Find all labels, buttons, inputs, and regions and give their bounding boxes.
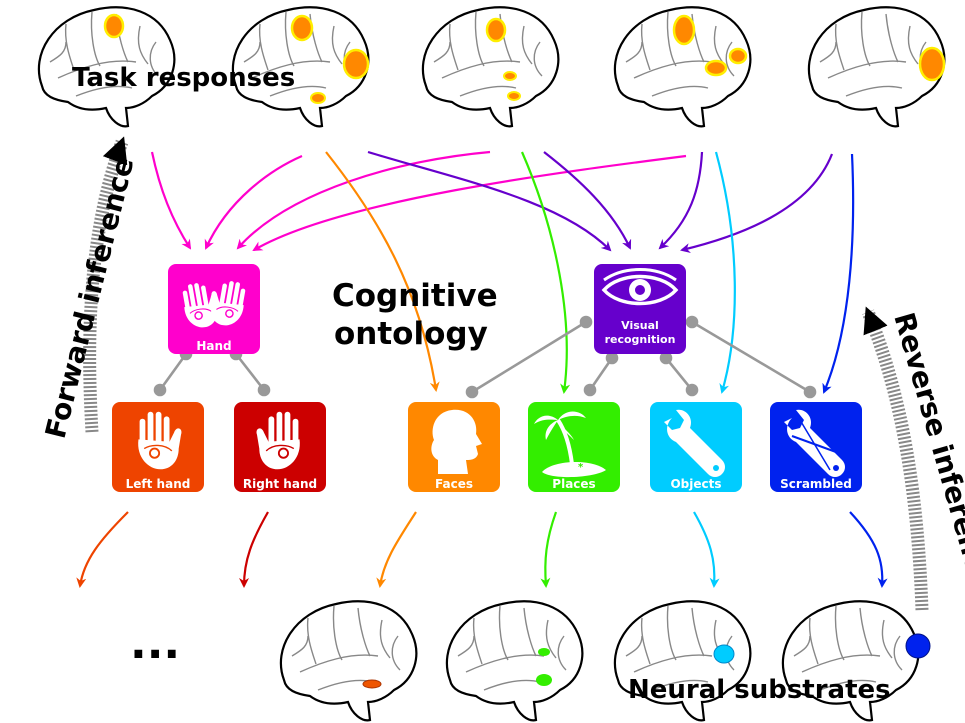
brain-substrate-objects bbox=[613, 600, 752, 722]
task-to-concept-arrows bbox=[150, 150, 855, 394]
palm-island-icon: * bbox=[534, 411, 606, 478]
scrambled-wrench-icon bbox=[784, 409, 845, 477]
arrow-brain3-hand bbox=[236, 150, 491, 250]
ellipsis-label: ... bbox=[130, 618, 180, 669]
neural-substrates-label: Neural substrates bbox=[628, 675, 891, 705]
cognitive-ontology-label-line1: Cognitive bbox=[332, 278, 498, 314]
concept-visual-recognition: Visual recognition bbox=[594, 264, 686, 354]
concept-places: * Places bbox=[528, 402, 620, 492]
forward-inference-arrow bbox=[83, 136, 129, 433]
arrow-brain3-visual bbox=[543, 151, 632, 250]
concept-scrambled: Scrambled bbox=[770, 402, 862, 492]
concept-to-substrate-arrows bbox=[76, 511, 888, 588]
brain-substrate-scrambled bbox=[781, 600, 931, 722]
arrow-brain2-faces bbox=[325, 151, 440, 392]
concept-right-hand-label: Right hand bbox=[243, 477, 317, 491]
task-responses-label: Task responses bbox=[72, 63, 295, 93]
eye-icon bbox=[601, 268, 679, 306]
concept-hand-label: Hand bbox=[196, 339, 231, 353]
brain-task-3 bbox=[421, 6, 560, 128]
arrow-brain5-visual bbox=[680, 153, 834, 253]
arrow-brain4-hand bbox=[252, 154, 687, 252]
arrow-brain2-visual bbox=[367, 150, 612, 252]
concept-visual-label-line1: Visual bbox=[621, 319, 659, 332]
arrow-brain4-visual bbox=[658, 151, 704, 250]
arrow-brain3-places bbox=[520, 151, 571, 394]
brain-task-4 bbox=[613, 6, 752, 128]
face-silhouette-icon bbox=[431, 409, 482, 474]
reverse-inference-label: Reverse inference bbox=[887, 309, 965, 593]
arrow-brain4-objects bbox=[714, 151, 736, 394]
concept-hand: Hand bbox=[168, 264, 260, 354]
concept-objects: Objects bbox=[650, 402, 742, 492]
brain-substrate-places bbox=[445, 600, 584, 722]
concept-visual-label-line2: recognition bbox=[605, 333, 676, 346]
concept-objects-label: Objects bbox=[670, 477, 721, 491]
concept-places-label: Places bbox=[552, 477, 595, 491]
brain-task-2 bbox=[231, 6, 370, 128]
concept-left-hand-label: Left hand bbox=[126, 477, 191, 491]
task-response-brains bbox=[37, 6, 946, 128]
arrow-brain2-hand bbox=[204, 154, 303, 250]
concept-right-hand: Right hand bbox=[234, 402, 326, 492]
concept-faces-label: Faces bbox=[435, 477, 473, 491]
brain-task-1 bbox=[37, 6, 176, 128]
arrow-brain1-hand bbox=[150, 151, 192, 250]
cognitive-ontology-label-line2: ontology bbox=[334, 316, 488, 352]
brain-task-5 bbox=[807, 6, 946, 128]
neural-substrate-brains bbox=[279, 600, 931, 722]
concept-left-hand: Left hand bbox=[112, 402, 204, 492]
svg-text:*: * bbox=[578, 462, 584, 473]
brain-substrate-faces bbox=[279, 600, 418, 722]
concept-faces: Faces bbox=[408, 402, 500, 492]
concept-scrambled-label: Scrambled bbox=[780, 477, 852, 491]
arrow-brain5-scrambled bbox=[822, 153, 855, 394]
